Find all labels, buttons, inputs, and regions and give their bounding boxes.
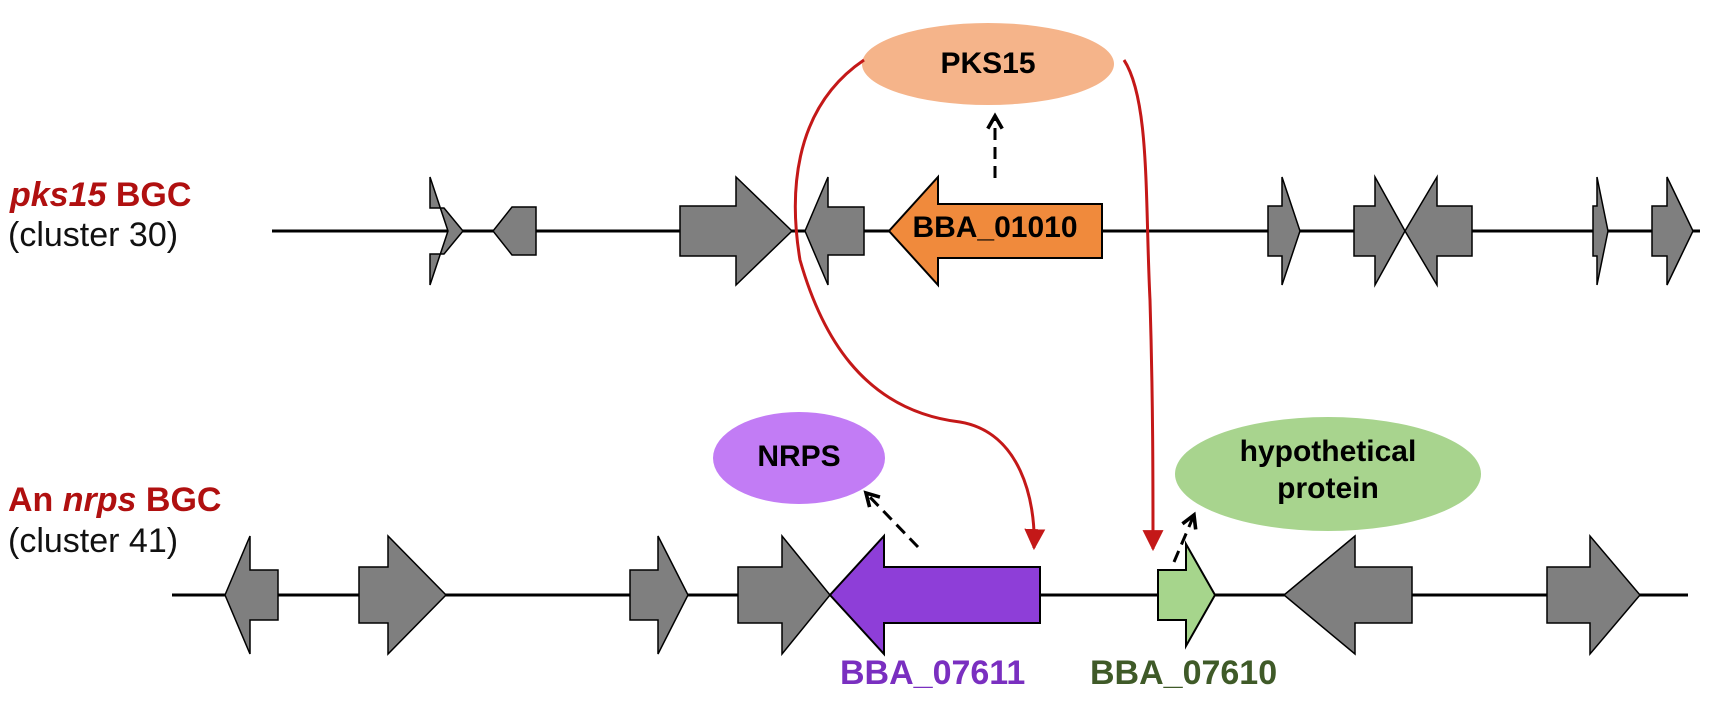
- cluster41-subtitle: (cluster 41): [8, 522, 179, 560]
- protein-hypothetical-ellipse: [1175, 417, 1481, 531]
- protein-nrps-ellipse: [713, 412, 885, 504]
- red-arrow-pks15-to-bba07610: [1122, 59, 1164, 552]
- gene-label-bba-01010: BBA_01010: [912, 211, 1078, 244]
- protein-pks15-ellipse: [862, 23, 1114, 105]
- protein-label-pks15: PKS15: [940, 47, 1036, 80]
- gene-arrow: [1404, 174, 1473, 288]
- gene-label-bba-07611: BBA_07611: [840, 654, 1026, 692]
- gene-arrow: [1592, 176, 1609, 286]
- protein-label-hypothetical: hypothetical protein: [1188, 434, 1468, 507]
- gene-arrow: [492, 206, 537, 256]
- gene-arrow: [358, 534, 448, 656]
- red-arrow-pks15-to-bba07611: [793, 58, 1046, 551]
- gene-arrow: [1267, 176, 1301, 286]
- gene-label-bba-07610: BBA_07610: [1090, 654, 1278, 692]
- cluster41-genes: [224, 533, 1641, 657]
- cluster30-title-gene: pks15: [10, 176, 107, 214]
- gene-arrow: [629, 535, 689, 655]
- gene-arrow: [1282, 534, 1413, 656]
- gene-arrow: [1546, 533, 1641, 657]
- cluster41-title-gene: nrps: [62, 481, 137, 519]
- gene-bba-07611: [828, 533, 1041, 657]
- cluster41-title-suffix: BGC: [136, 481, 222, 519]
- cluster41-title: An nrps BGC: [8, 481, 221, 520]
- gene-bba-01010: [887, 174, 1103, 288]
- protein-label-nrps: NRPS: [757, 440, 841, 473]
- protein-label-hypothetical-line2: protein: [1277, 471, 1379, 505]
- dashed-arrow-bba07610-to-hypothetical: [1172, 511, 1198, 563]
- gene-arrow: [224, 535, 279, 655]
- gene-arrow: [1353, 174, 1406, 288]
- protein-label-hypothetical-line1: hypothetical: [1239, 435, 1417, 468]
- cluster30-genes: [429, 174, 1694, 288]
- gene-bba-07610: [1157, 540, 1217, 650]
- cluster30-title: pks15 BGC: [10, 176, 191, 215]
- gene-arrow: [804, 176, 865, 286]
- gene-arrow: [679, 175, 794, 287]
- gene-arrow: [429, 176, 464, 286]
- cluster41-title-prefix: An: [8, 481, 63, 519]
- cluster30-title-suffix: BGC: [106, 176, 192, 214]
- dashed-arrow-bba07611-to-nrps: [863, 490, 920, 549]
- cluster30-subtitle: (cluster 30): [8, 216, 179, 254]
- gene-arrow: [1651, 176, 1694, 286]
- gene-arrow: [737, 533, 831, 657]
